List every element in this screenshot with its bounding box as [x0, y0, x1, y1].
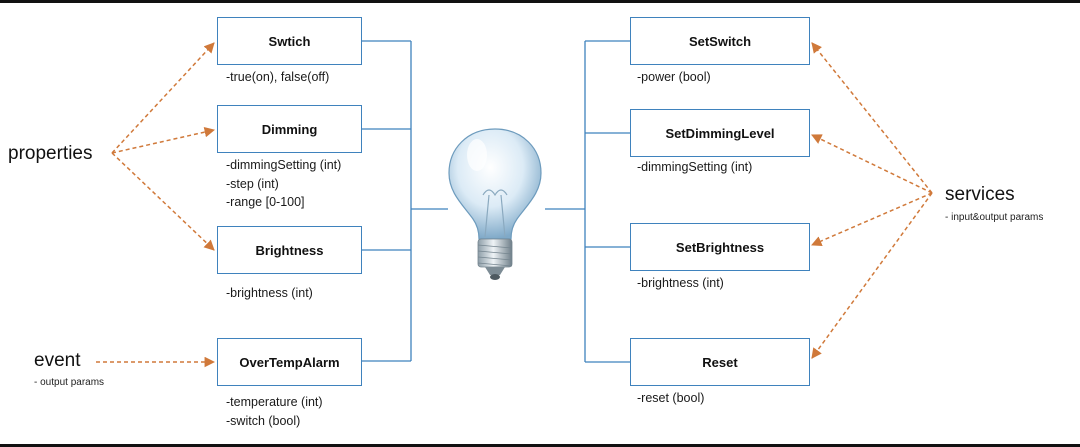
service-box-setbrightness: SetBrightness — [630, 223, 810, 271]
property-line: -step (int) — [226, 176, 279, 191]
service-desc-setswitch: -power (bool) — [637, 68, 711, 87]
properties-label: properties — [8, 143, 93, 164]
service-line: -brightness (int) — [637, 276, 724, 290]
property-box-dimming: Dimming — [217, 105, 362, 153]
arrow-properties-dimming — [111, 126, 216, 154]
property-desc-dimming: -dimmingSetting (int) -step (int) -range… — [226, 156, 341, 212]
property-title: Brightness — [255, 242, 324, 258]
arrow-services-setswitch — [811, 42, 933, 194]
bottom-border — [0, 444, 1080, 447]
event-box-overtempalarm: OverTempAlarm — [217, 338, 362, 386]
arrow-services-setdimminglevel — [811, 134, 933, 194]
property-line: -dimmingSetting (int) — [226, 158, 342, 172]
event-desc-overtempalarm: -temperature (int) -switch (bool) — [226, 393, 323, 430]
service-line: -power (bool) — [637, 70, 711, 84]
property-desc-swtich: -true(on), false(off) — [226, 68, 329, 87]
property-title: Dimming — [261, 121, 318, 137]
service-box-setswitch: SetSwitch — [630, 17, 810, 65]
property-box-swtich: Swtich — [217, 17, 362, 65]
arrow-services-reset — [811, 192, 933, 359]
service-title: SetDimmingLevel — [665, 125, 775, 141]
arrow-properties-brightness — [111, 152, 215, 251]
property-line: -true(on), false(off) — [226, 70, 330, 84]
property-box-brightness: Brightness — [217, 226, 362, 274]
service-desc-setdimminglevel: -dimmingSetting (int) — [637, 158, 752, 177]
top-border — [0, 0, 1080, 3]
property-desc-brightness: -brightness (int) — [226, 284, 313, 303]
event-title: OverTempAlarm — [239, 354, 340, 370]
service-box-reset: Reset — [630, 338, 810, 386]
property-line: -range [0-100] — [226, 195, 305, 209]
light-bulb-icon — [448, 128, 542, 280]
event-label: event — [34, 350, 81, 371]
event-line: -switch (bool) — [226, 413, 301, 428]
property-line: -brightness (int) — [226, 286, 313, 300]
property-title: Swtich — [268, 33, 311, 49]
service-line: -dimmingSetting (int) — [637, 160, 753, 174]
service-title: SetBrightness — [675, 239, 765, 255]
event-line: -temperature (int) — [226, 395, 323, 409]
event-sublabel: - output params — [34, 377, 105, 388]
service-title: SetSwitch — [688, 33, 752, 49]
arrow-services-setbrightness — [811, 192, 933, 247]
service-title: Reset — [702, 354, 738, 370]
service-box-setdimminglevel: SetDimmingLevel — [630, 109, 810, 157]
service-desc-reset: -reset (bool) — [637, 389, 704, 408]
arrow-properties-swtich — [111, 42, 215, 154]
services-label: services — [945, 184, 1015, 205]
service-desc-setbrightness: -brightness (int) — [637, 274, 724, 293]
services-sublabel: - input&output params — [945, 212, 1044, 223]
service-line: -reset (bool) — [637, 391, 705, 405]
